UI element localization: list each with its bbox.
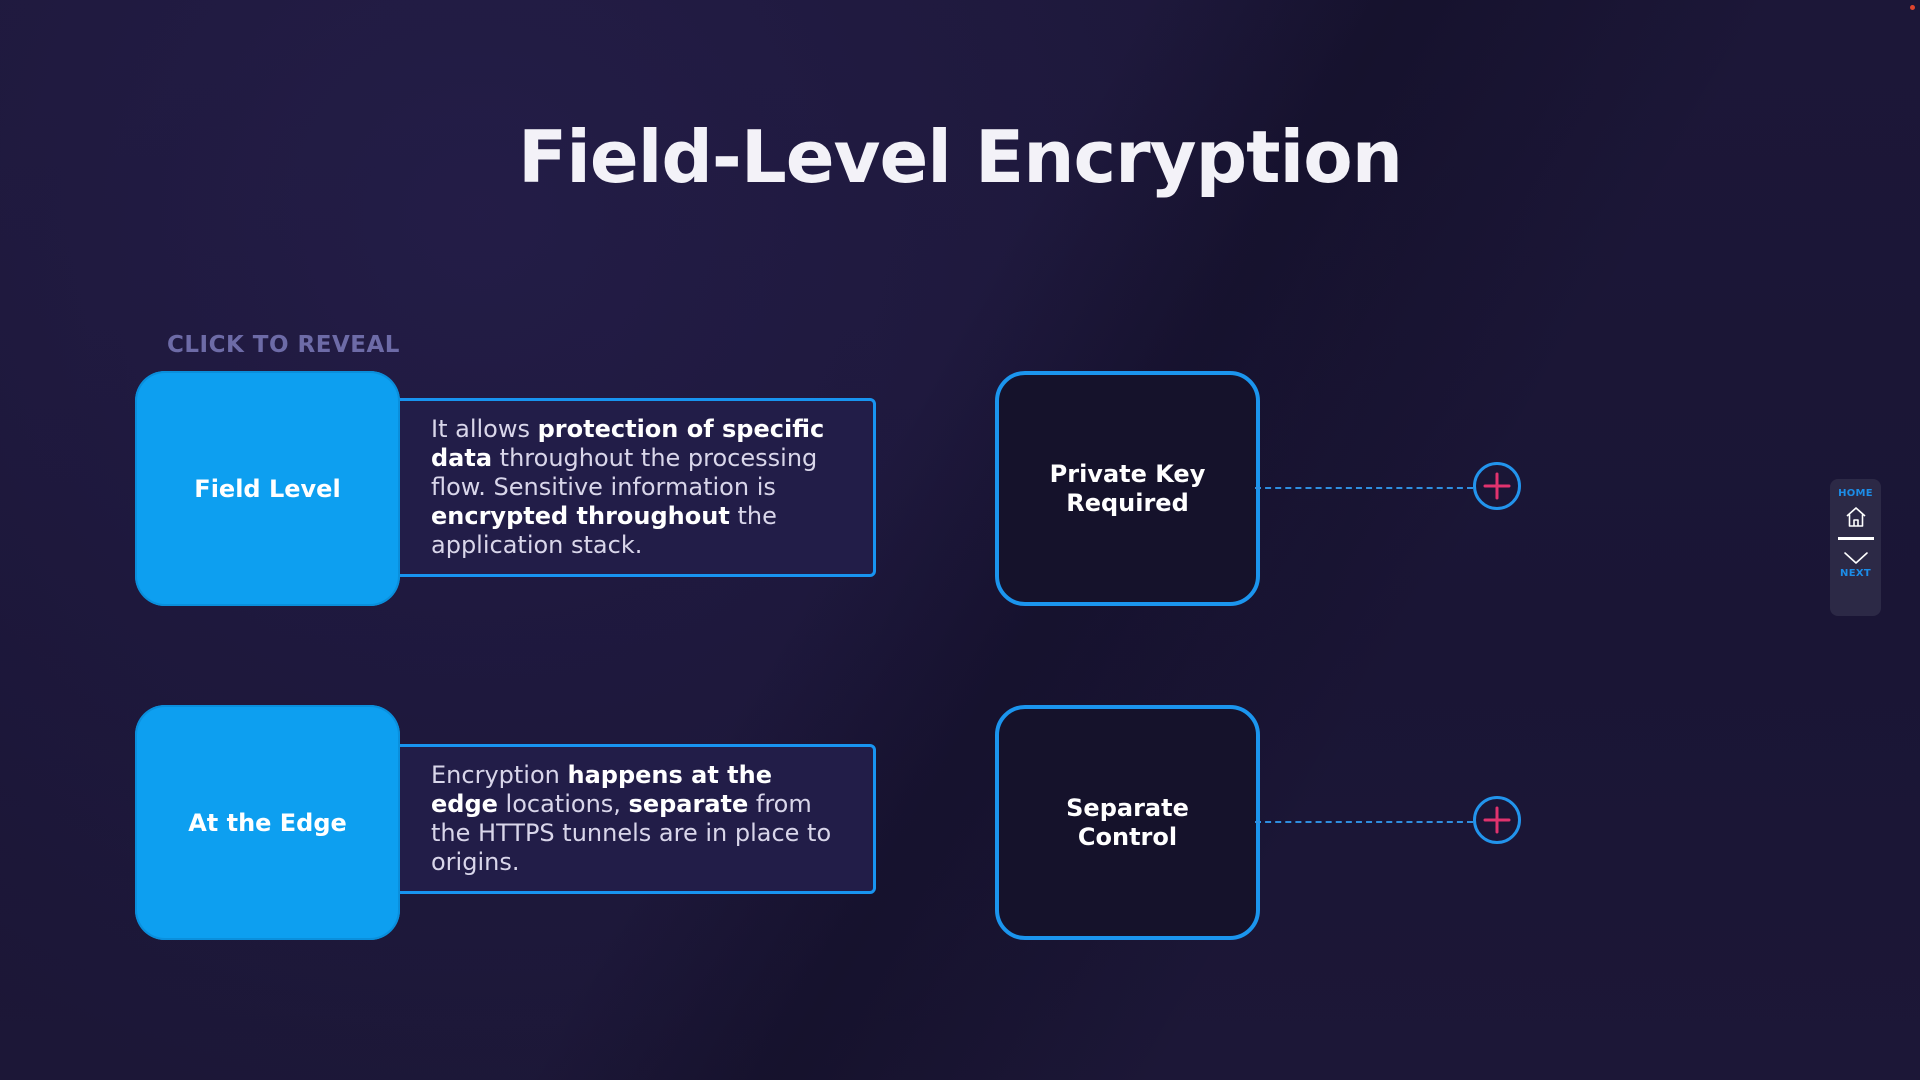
description-segment: the application stack. [431, 502, 777, 559]
status-dot [1910, 5, 1915, 10]
at-the-edge-card[interactable]: At the Edge [135, 705, 400, 940]
home-label[interactable]: HOME [1838, 488, 1873, 499]
page-title: Field-Level Encryption [518, 115, 1403, 199]
reveal-plus-button[interactable] [1473, 462, 1521, 510]
description-emphasis: separate [628, 790, 749, 818]
click-to-reveal-label: CLICK TO REVEAL [167, 332, 400, 358]
plus-icon [1483, 472, 1511, 500]
chevron-down-icon[interactable] [1843, 550, 1869, 566]
reveal-row-at-the-edge: Encryption happens at the edge locations… [0, 705, 1920, 945]
next-label[interactable]: NEXT [1840, 568, 1871, 579]
description-segment: throughout the processing flow. Sensitiv… [431, 444, 818, 501]
reveal-plus-button[interactable] [1473, 796, 1521, 844]
home-icon[interactable] [1844, 505, 1868, 529]
description-segment: locations, [497, 790, 629, 818]
dashed-connector [1255, 487, 1473, 489]
field-level-card[interactable]: Field Level [135, 371, 400, 606]
description-emphasis: encrypted throughout [431, 502, 730, 530]
plus-icon [1483, 806, 1511, 834]
description-box: Encryption happens at the edge locations… [393, 744, 876, 894]
separate-control-card[interactable]: Separate Control [995, 705, 1260, 940]
description-segment: Encryption [431, 761, 568, 789]
description-segment: It allows [431, 415, 538, 443]
description-segment: from the HTTPS tunnels are in place to o… [431, 790, 832, 876]
reveal-row-field-level: It allows protection of specific data th… [0, 371, 1920, 611]
description-emphasis: happens at the edge [431, 761, 772, 818]
description-emphasis: protection of specific data [431, 415, 825, 472]
dashed-connector [1255, 821, 1473, 823]
nav-divider [1837, 537, 1874, 540]
description-box: It allows protection of specific data th… [393, 398, 876, 577]
private-key-required-card[interactable]: Private Key Required [995, 371, 1260, 606]
side-navigation: HOME NEXT [1830, 479, 1881, 616]
description-text: Encryption happens at the edge locations… [431, 761, 835, 877]
description-text: It allows protection of specific data th… [431, 415, 835, 560]
